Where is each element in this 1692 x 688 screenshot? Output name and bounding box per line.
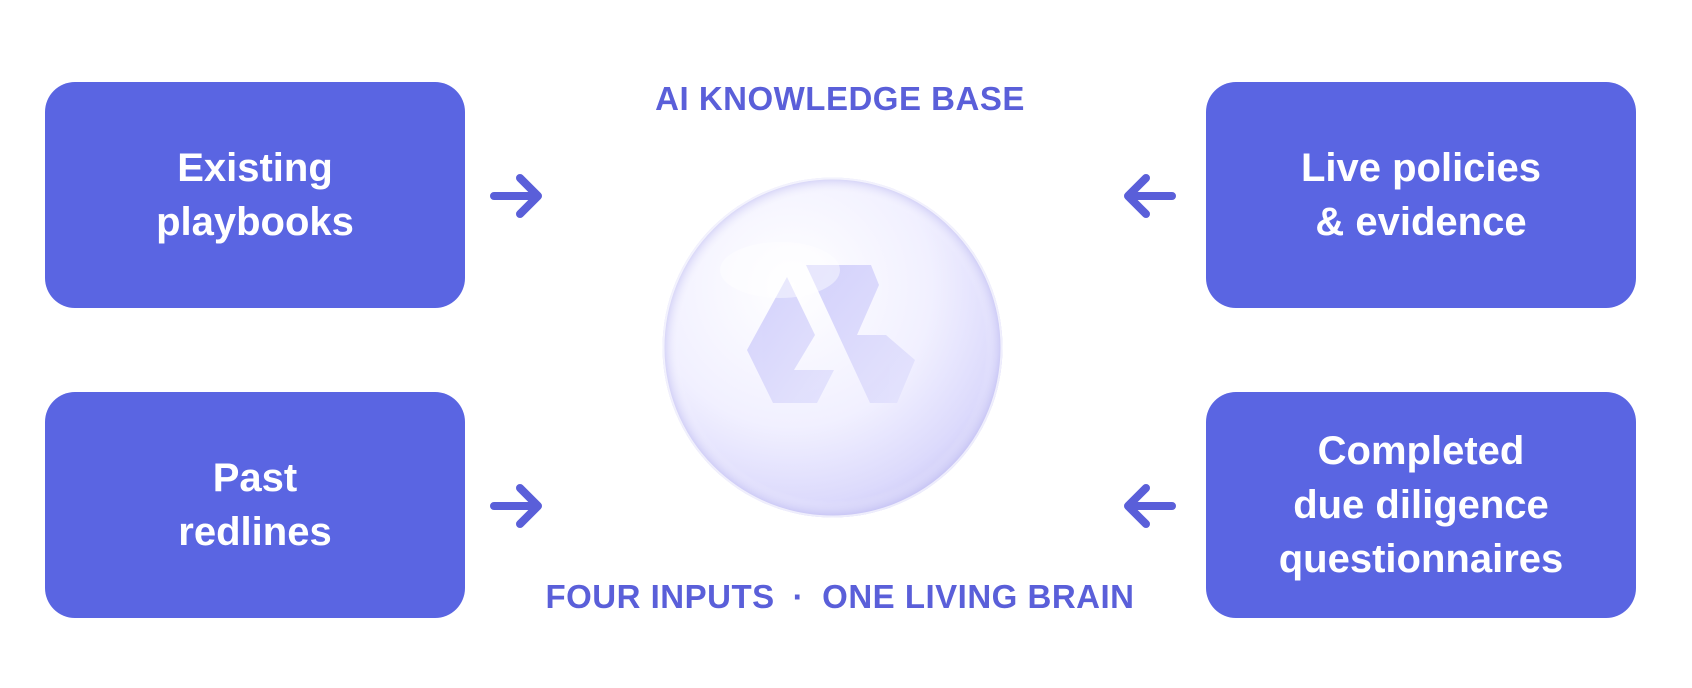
tagline-left: FOUR INPUTS [545,578,775,615]
card-label-line: due diligence [1293,483,1549,527]
card-label-line: Completed [1317,429,1525,473]
arrow-left-icon [1124,174,1176,218]
card-label-line: Live policies [1300,146,1542,190]
card-label-line: Existing [177,146,333,190]
knowledge-orb-logo [662,177,1003,518]
input-card-live-policies: Live policies & evidence [1206,82,1636,308]
card-label-line: & evidence [1315,200,1527,244]
tagline-separator: · [792,578,805,615]
card-label-line: redlines [178,510,332,554]
diagram-tagline: FOUR INPUTS · ONE LIVING BRAIN [0,578,1680,616]
arrow-left-icon [1124,484,1176,528]
input-card-completed-ddq: Completed due diligence questionnaires [1206,392,1636,618]
card-label-line: Past [212,456,298,500]
card-label-line: questionnaires [1278,537,1564,581]
input-card-past-redlines: Past redlines [45,392,465,618]
tagline-right: ONE LIVING BRAIN [822,578,1135,615]
arrow-right-icon [490,174,542,218]
card-label-line: playbooks [156,200,354,244]
arrow-right-icon [490,484,542,528]
diagram-title: AI KNOWLEDGE BASE [655,80,1025,117]
input-card-existing-playbooks: Existing playbooks [45,82,465,308]
